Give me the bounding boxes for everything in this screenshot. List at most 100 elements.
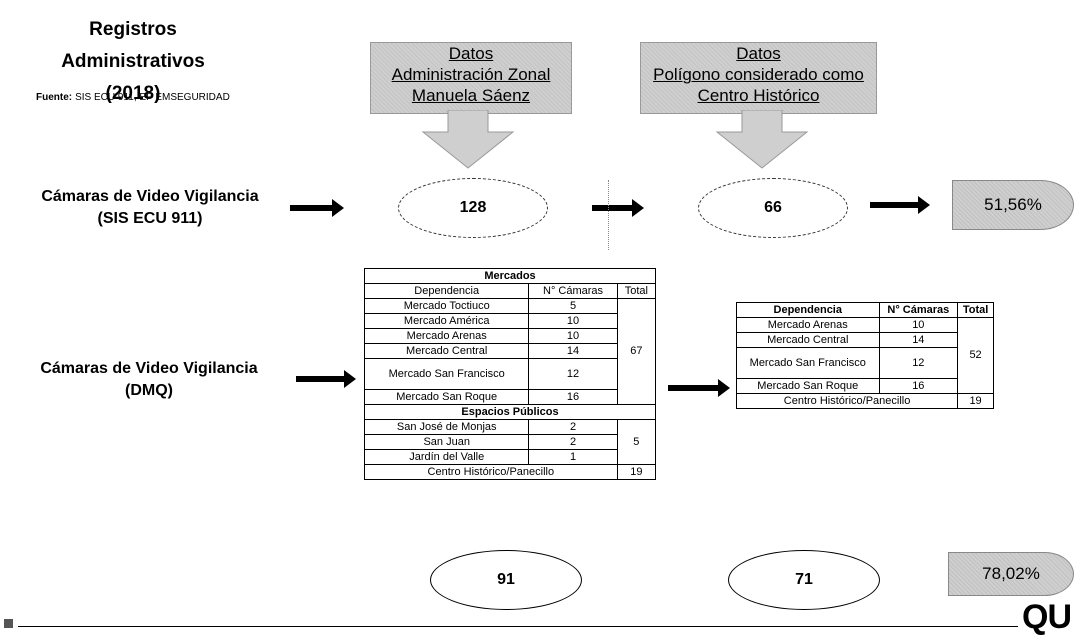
section-title: Espacios Públicos [364, 404, 656, 420]
count-cell: 16 [878, 378, 959, 394]
title-line1: Registros Administrativos [61, 19, 205, 72]
table-title-row: Mercados [364, 268, 656, 284]
source-text: SIS ECU 911, EP EMSEGURIDAD [75, 92, 230, 103]
header-zonal-line2: Administración Zonal [391, 65, 551, 84]
dependencia-cell: Mercado Toctiuco [363, 298, 530, 314]
count-cell: 14 [878, 332, 959, 348]
total-cell: 19 [616, 464, 657, 480]
col-header: Dependencia [736, 302, 880, 318]
header-zonal-line1: Datos [448, 44, 494, 63]
table-header-row: Dependencia N° Cámaras Total [363, 283, 657, 299]
row1-label-line1: Cámaras de Video Vigilancia [41, 188, 259, 205]
table-row: Mercado Arenas 10 [363, 328, 656, 344]
row1-percent-badge: 51,56% [952, 180, 1074, 230]
col-header: N° Cámaras [528, 283, 618, 299]
count-cell: 10 [528, 328, 618, 344]
dependencia-cell: San José de Monjas [363, 419, 530, 435]
dependencia-cell: Mercado San Roque [736, 378, 880, 394]
table-dmq-zonal: Mercados Dependencia N° Cámaras Total Me… [363, 268, 657, 480]
row2-percent: 78,02% [982, 564, 1040, 583]
dependencia-cell: Mercado Central [363, 343, 530, 359]
count-cell: 10 [878, 317, 959, 333]
header-historic-line2: Polígono considerado como [653, 65, 864, 84]
row1-percent: 51,56% [984, 195, 1042, 214]
count-cell: 10 [528, 313, 618, 329]
right-arrow-icon [870, 196, 930, 214]
count-cell: 16 [528, 389, 618, 405]
title-line2: (2018) [105, 83, 161, 104]
footer-square-icon [4, 619, 13, 628]
row1-historic-value: 66 [698, 178, 848, 238]
header-historic-line3: Centro Histórico [697, 86, 820, 105]
right-arrow-icon [592, 199, 644, 217]
dependencia-cell: Mercado San Francisco [736, 347, 880, 379]
count-cell: 2 [528, 419, 618, 435]
table-dmq-historic: Dependencia N° Cámaras Total Mercado Are… [735, 302, 994, 409]
down-arrow-icon [421, 110, 515, 169]
dependencia-cell: Jardín del Valle [363, 449, 530, 465]
header-zonal-line3: Manuela Sáenz [411, 86, 531, 105]
count-cell: 2 [528, 434, 618, 450]
row1-label-line2: (SIS ECU 911) [97, 210, 203, 227]
page-title: Registros Administrativos (2018) [18, 14, 248, 110]
total-cell: 19 [957, 393, 994, 409]
dependencia-cell: Mercado San Roque [363, 389, 530, 405]
table-row: Mercado San Roque 16 [736, 378, 994, 394]
row1-historic-number: 66 [764, 199, 782, 216]
row1-zonal-number: 128 [459, 199, 487, 216]
source-note: Fuente: SIS ECU 911, EP EMSEGURIDAD [36, 92, 230, 103]
source-label: Fuente: [36, 92, 73, 103]
footer-rule [18, 626, 1018, 627]
dependencia-cell: Mercado Central [736, 332, 880, 348]
right-arrow-icon [290, 199, 344, 217]
count-cell: 12 [528, 358, 618, 390]
count-cell: 1 [528, 449, 618, 465]
row1-label: Cámaras de Video Vigilancia (SIS ECU 911… [30, 186, 270, 230]
row2-label-line1: Cámaras de Video Vigilancia [40, 360, 258, 377]
divider [608, 180, 609, 250]
table-section-row: Espacios Públicos [364, 404, 656, 420]
table-row: Centro Histórico/Panecillo 19 [735, 393, 994, 409]
table-row: Mercado Arenas 10 52 [736, 317, 994, 394]
table-row: Mercado América 10 [363, 313, 656, 329]
dependencia-cell: Mercado América [363, 313, 530, 329]
header-zonal: Datos Administración Zonal Manuela Sáenz [370, 42, 572, 114]
row2-historic-value: 71 [728, 550, 880, 610]
count-cell: 12 [878, 347, 959, 379]
table-row: Mercado Central 14 [736, 332, 994, 348]
right-arrow-icon [668, 379, 730, 397]
table-row: Mercado Toctiuco 5 67 [363, 298, 657, 405]
table-row: San José de Monjas 2 5 [363, 419, 657, 465]
table-row: Mercado Central 14 [363, 343, 656, 359]
col-header: Dependencia [363, 283, 530, 299]
count-cell: 5 [528, 298, 618, 314]
total-cell: 52 [957, 317, 994, 394]
total-cell: 5 [616, 419, 657, 465]
table-row: Centro Histórico/Panecillo 19 [364, 464, 657, 480]
table-row: Jardín del Valle 1 [363, 449, 656, 465]
table-row: San Juan 2 [363, 434, 656, 450]
dependencia-cell: Mercado San Francisco [363, 358, 530, 390]
table-row: Mercado San Francisco 12 [736, 347, 994, 379]
total-cell: 67 [616, 298, 657, 405]
col-header: Total [957, 302, 994, 318]
table-title: Mercados [364, 268, 656, 284]
table-header-row: Dependencia N° Cámaras Total [736, 302, 994, 318]
row2-percent-badge: 78,02% [948, 552, 1074, 596]
down-arrow-icon [715, 110, 809, 169]
dependencia-cell: Mercado Arenas [363, 328, 530, 344]
col-header: Total [616, 283, 657, 299]
col-header: N° Cámaras [878, 302, 959, 318]
row2-label: Cámaras de Video Vigilancia (DMQ) [24, 358, 274, 402]
row2-zonal-value: 91 [430, 550, 582, 610]
dependencia-cell: Centro Histórico/Panecillo [364, 464, 618, 480]
header-historic-line1: Datos [736, 44, 781, 63]
row2-label-line2: (DMQ) [125, 382, 173, 399]
dependencia-cell: Centro Histórico/Panecillo [735, 393, 959, 409]
count-cell: 14 [528, 343, 618, 359]
dependencia-cell: Mercado Arenas [736, 317, 880, 333]
table-row: Mercado San Francisco 12 [363, 358, 656, 390]
table-row: Mercado San Roque 16 [363, 389, 656, 405]
dependencia-cell: San Juan [363, 434, 530, 450]
header-historic: Datos Polígono considerado como Centro H… [640, 42, 877, 114]
